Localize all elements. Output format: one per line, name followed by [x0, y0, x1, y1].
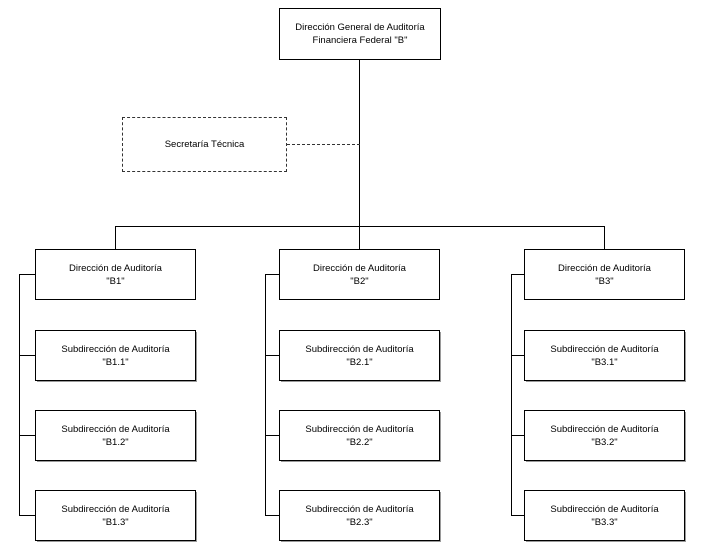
bracket-stub-2 — [19, 435, 36, 436]
node-label: Subdirección de Auditoría "B3.1" — [550, 343, 659, 368]
node-direccion-b3[interactable]: Dirección de Auditoría "B3" — [524, 249, 685, 300]
node-subdireccion-b1-2[interactable]: Subdirección de Auditoría "B1.2" — [35, 410, 196, 461]
bracket-column-3 — [511, 274, 525, 516]
node-label: Subdirección de Auditoría "B2.2" — [305, 423, 414, 448]
bracket-stub-2 — [265, 435, 280, 436]
node-subdireccion-b2-1[interactable]: Subdirección de Auditoría "B2.1" — [279, 330, 440, 381]
connector-drop-b2 — [359, 226, 360, 250]
node-label: Dirección General de Auditoría Financier… — [295, 22, 425, 46]
node-label: Subdirección de Auditoría "B3.2" — [550, 423, 659, 448]
bracket-stub-1 — [265, 355, 280, 356]
node-label: Subdirección de Auditoría "B1.2" — [61, 423, 170, 448]
node-direccion-b2[interactable]: Dirección de Auditoría "B2" — [279, 249, 440, 300]
bracket-spine — [265, 274, 266, 516]
node-label: Dirección de Auditoría "B3" — [558, 262, 651, 287]
node-subdireccion-b3-3[interactable]: Subdirección de Auditoría "B3.3" — [524, 490, 685, 541]
bracket-stub-3 — [511, 515, 525, 516]
bracket-stub-head — [265, 274, 280, 275]
node-label: Secretaría Técnica — [164, 139, 245, 150]
node-direccion-general[interactable]: Dirección General de Auditoría Financier… — [279, 8, 441, 60]
bracket-stub-head — [511, 274, 525, 275]
node-subdireccion-b1-3[interactable]: Subdirección de Auditoría "B1.3" — [35, 490, 196, 541]
bracket-stub-1 — [19, 355, 36, 356]
node-secretaria-tecnica[interactable]: Secretaría Técnica — [122, 117, 287, 172]
node-label: Subdirección de Auditoría "B2.1" — [305, 343, 414, 368]
node-label: Dirección de Auditoría "B2" — [313, 262, 406, 287]
connector-distribution-bar — [115, 226, 605, 227]
bracket-stub-3 — [19, 515, 36, 516]
bracket-stub-1 — [511, 355, 525, 356]
node-subdireccion-b3-1[interactable]: Subdirección de Auditoría "B3.1" — [524, 330, 685, 381]
connector-drop-b1 — [115, 226, 116, 250]
bracket-spine — [511, 274, 512, 516]
node-subdireccion-b2-2[interactable]: Subdirección de Auditoría "B2.2" — [279, 410, 440, 461]
bracket-stub-3 — [265, 515, 280, 516]
node-label: Subdirección de Auditoría "B1.1" — [61, 343, 170, 368]
node-label: Dirección de Auditoría "B1" — [69, 262, 162, 287]
bracket-stub-head — [19, 274, 36, 275]
node-label: Subdirección de Auditoría "B3.3" — [550, 503, 659, 528]
node-direccion-b1[interactable]: Dirección de Auditoría "B1" — [35, 249, 196, 300]
connector-root-trunk — [359, 60, 360, 227]
node-subdireccion-b2-3[interactable]: Subdirección de Auditoría "B2.3" — [279, 490, 440, 541]
bracket-column-1 — [19, 274, 36, 516]
connector-staff-dashed — [287, 144, 360, 145]
node-label: Subdirección de Auditoría "B2.3" — [305, 503, 414, 528]
node-subdireccion-b1-1[interactable]: Subdirección de Auditoría "B1.1" — [35, 330, 196, 381]
connector-drop-b3 — [604, 226, 605, 250]
bracket-stub-2 — [511, 435, 525, 436]
node-subdireccion-b3-2[interactable]: Subdirección de Auditoría "B3.2" — [524, 410, 685, 461]
bracket-spine — [19, 274, 20, 516]
bracket-column-2 — [265, 274, 280, 516]
node-label: Subdirección de Auditoría "B1.3" — [61, 503, 170, 528]
